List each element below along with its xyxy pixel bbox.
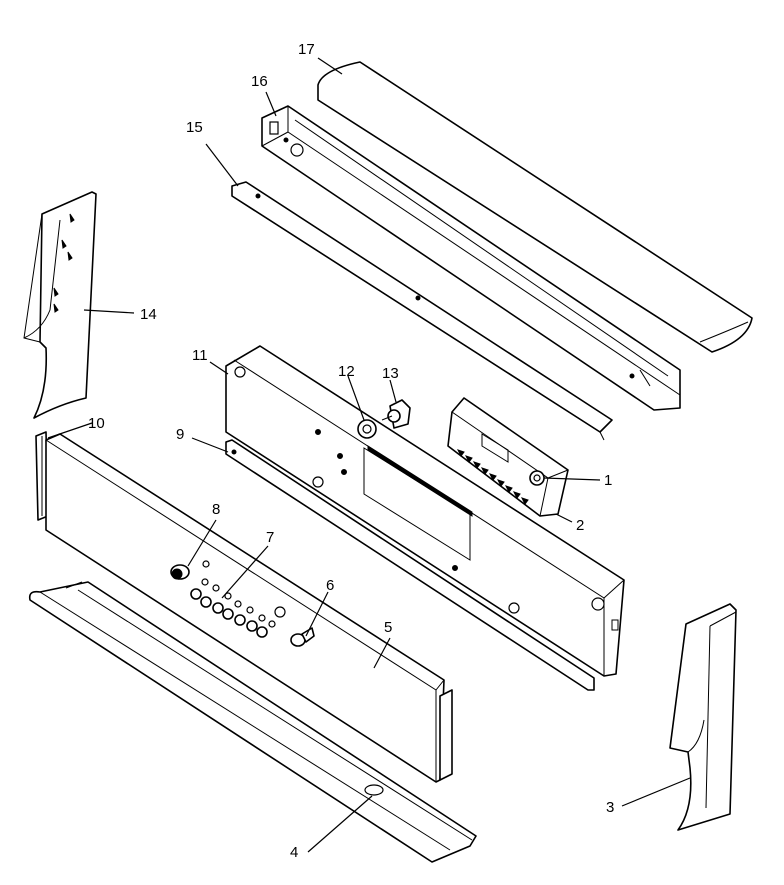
callout-10: 10 bbox=[88, 415, 105, 432]
end-cap-slots bbox=[53, 213, 75, 313]
part-12-nut bbox=[357, 419, 377, 439]
callout-7: 7 bbox=[266, 529, 274, 546]
callout-16: 16 bbox=[251, 73, 268, 90]
callout-9: 9 bbox=[176, 426, 184, 443]
part-7-small-knobs bbox=[190, 560, 286, 638]
part-11-console-panel bbox=[225, 345, 625, 677]
callout-13: 13 bbox=[382, 365, 399, 382]
callout-8: 8 bbox=[212, 501, 220, 518]
callout-15: 15 bbox=[186, 119, 203, 136]
part-13-switch bbox=[381, 399, 411, 429]
callout-2: 2 bbox=[576, 517, 584, 534]
part-14-left-end-cap bbox=[23, 191, 97, 419]
part-4-bottom-trim bbox=[28, 581, 477, 863]
part-16-rear-channel bbox=[261, 105, 681, 411]
callout-5: 5 bbox=[384, 619, 392, 636]
callout-4: 4 bbox=[290, 844, 298, 861]
part-3-right-end-cap bbox=[669, 603, 737, 831]
part-6-knob bbox=[290, 627, 315, 647]
part-9-lower-rail bbox=[225, 439, 595, 691]
callout-12: 12 bbox=[338, 363, 355, 380]
part-15-angle-strip bbox=[231, 181, 613, 441]
callout-labels: 17 16 15 14 11 12 13 10 9 1 2 8 7 6 5 3 … bbox=[88, 41, 614, 861]
part-1-2-clock-module bbox=[447, 397, 569, 517]
callout-17: 17 bbox=[298, 41, 315, 58]
timer-buttons bbox=[457, 449, 529, 505]
callout-1: 1 bbox=[604, 472, 612, 489]
callout-14: 14 bbox=[140, 306, 157, 323]
part-8-knob bbox=[170, 564, 190, 580]
callout-3: 3 bbox=[606, 799, 614, 816]
part-17-top-trim bbox=[317, 61, 753, 353]
callout-11: 11 bbox=[192, 347, 208, 364]
leader-lines bbox=[47, 57, 691, 853]
part-5-front-panel bbox=[45, 433, 453, 783]
callout-6: 6 bbox=[326, 577, 334, 594]
